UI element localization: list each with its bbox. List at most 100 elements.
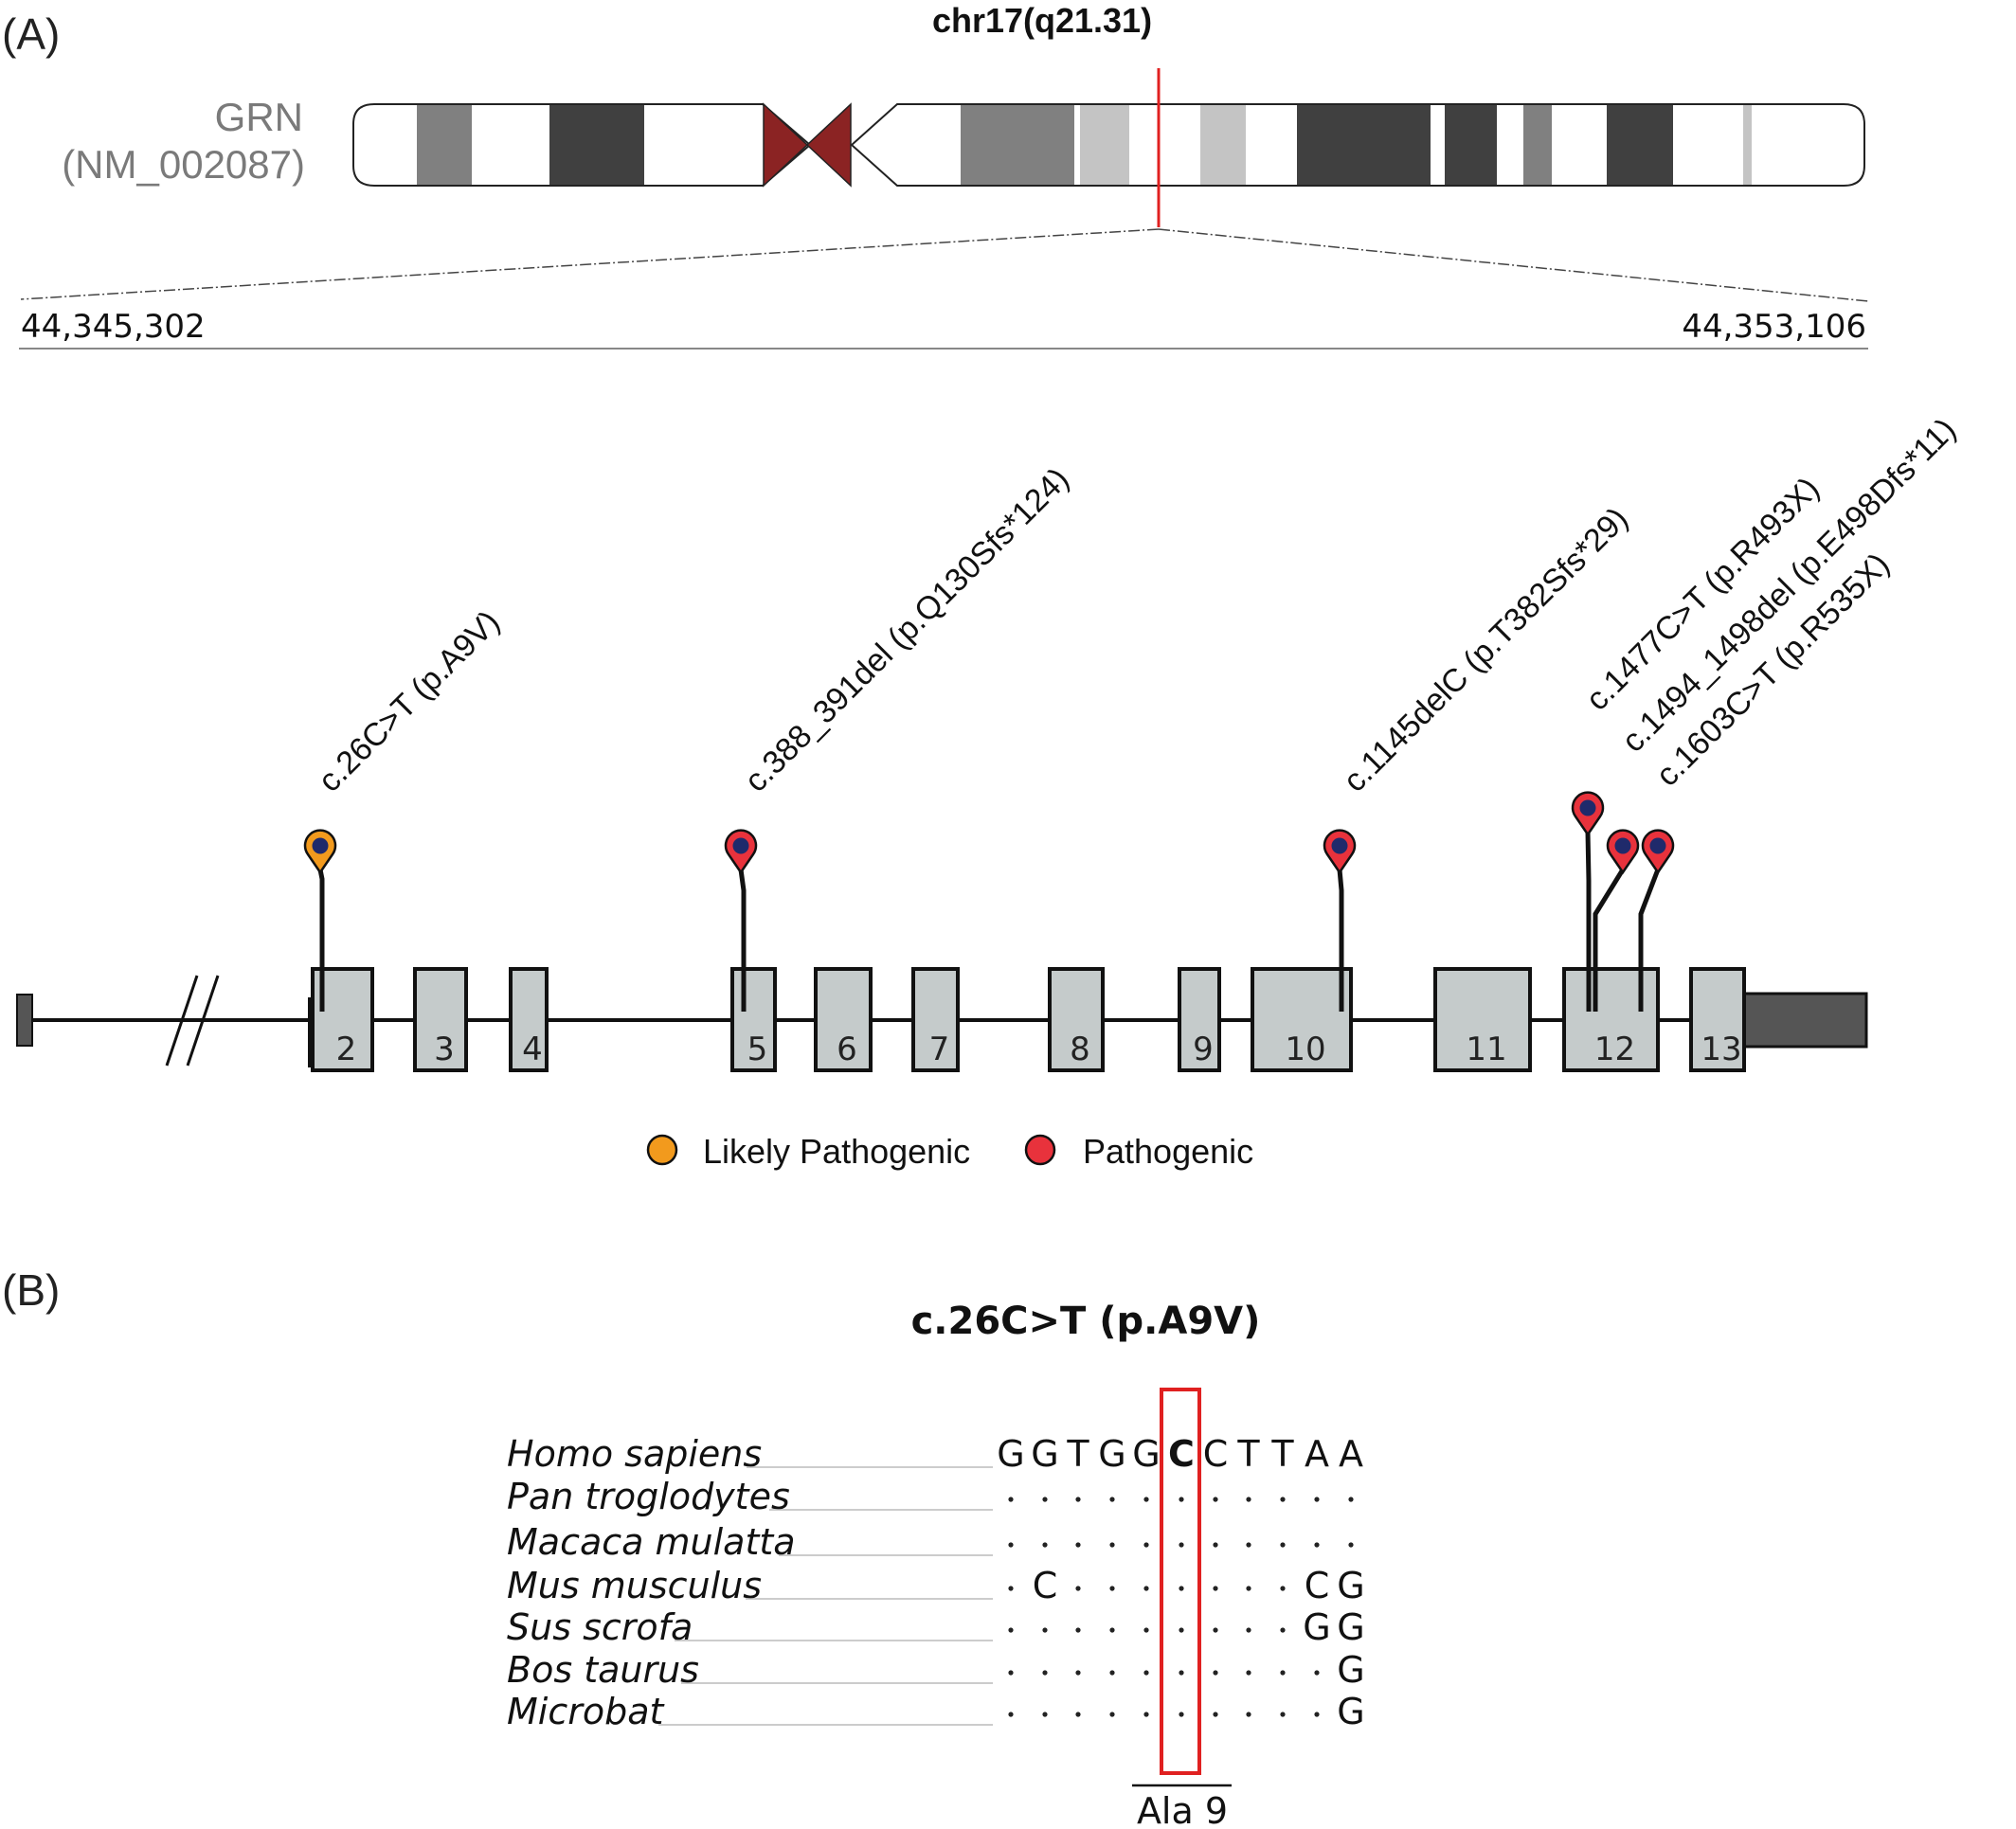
legend: Likely Pathogenic Pathogenic <box>646 1132 1253 1171</box>
identity-dot <box>1143 1670 1149 1676</box>
variant-stem <box>1593 868 1626 1012</box>
band <box>417 104 472 186</box>
nucleotide: G <box>1337 1606 1364 1648</box>
identity-dot <box>1143 1586 1149 1591</box>
identity-dot <box>1008 1712 1014 1717</box>
nucleotide: T <box>1066 1433 1089 1475</box>
variant-stem <box>317 869 325 1012</box>
legend-likely-pathogenic-label: Likely Pathogenic <box>703 1132 970 1171</box>
nucleotide: G <box>1031 1433 1058 1475</box>
identity-dot <box>1213 1497 1218 1502</box>
identity-dot <box>1042 1627 1048 1633</box>
exon-10-number: 10 <box>1285 1031 1325 1068</box>
variant-pin-core <box>1649 837 1666 854</box>
nucleotide: A <box>1305 1433 1329 1475</box>
identity-dot <box>1042 1542 1048 1548</box>
exon-9 <box>1178 967 1221 1072</box>
nucleotide: C <box>1305 1565 1330 1606</box>
band <box>1445 104 1497 186</box>
identity-dot <box>1280 1497 1286 1502</box>
identity-dot <box>1246 1497 1251 1502</box>
exon-11-number: 11 <box>1466 1031 1506 1068</box>
exon-10 <box>1251 967 1353 1072</box>
variant-label: c.1145delC (p.T382Sfs*29) <box>1337 501 1635 799</box>
identity-dot <box>1213 1670 1218 1676</box>
identity-dot <box>1179 1497 1184 1502</box>
band <box>1297 104 1431 186</box>
coordinate-end: 44,353,106 <box>1682 308 1866 346</box>
nucleotide: G <box>1337 1691 1364 1732</box>
nucleotide: C <box>1168 1433 1195 1475</box>
nucleotide: C <box>1033 1565 1058 1606</box>
band <box>1743 104 1752 186</box>
band <box>549 104 644 186</box>
variant-stem <box>1585 831 1592 1012</box>
exon-4 <box>509 967 549 1072</box>
band <box>1523 104 1552 186</box>
identity-dot <box>1213 1586 1218 1591</box>
exon-3 <box>413 967 468 1072</box>
identity-dot <box>1075 1670 1081 1676</box>
identity-dot <box>1179 1712 1184 1717</box>
identity-dot <box>1246 1586 1251 1591</box>
variant-pin-core <box>1614 837 1631 854</box>
variant-label: c.1494_1498del (p.E498Dfs*11) <box>1615 411 1963 759</box>
identity-dot <box>1008 1542 1014 1548</box>
exon-13 <box>1689 967 1746 1072</box>
identity-dot <box>1348 1497 1354 1502</box>
identity-dot <box>1075 1542 1081 1548</box>
exon-4-number: 4 <box>522 1031 543 1068</box>
identity-dot <box>1314 1712 1320 1717</box>
nucleotide: G <box>1132 1433 1160 1475</box>
identity-dot <box>1314 1497 1320 1502</box>
species-name: Mus musculus <box>507 1565 762 1606</box>
nucleotide: T <box>1236 1433 1260 1475</box>
nucleotide: A <box>1339 1433 1363 1475</box>
exon-8-number: 8 <box>1070 1031 1090 1068</box>
identity-dot <box>1314 1670 1320 1676</box>
variant-pin-core <box>1331 837 1348 854</box>
nucleotide: C <box>1203 1433 1229 1475</box>
identity-dot <box>1109 1627 1115 1633</box>
coordinate-start: 44,345,302 <box>21 308 206 346</box>
exon-3-number: 3 <box>434 1031 455 1068</box>
identity-dot <box>1008 1627 1014 1633</box>
alignment-row: Microbat G <box>507 1691 1365 1732</box>
nucleotide: T <box>1270 1433 1294 1475</box>
utr-5-prime <box>16 994 33 1047</box>
identity-dot <box>1143 1712 1149 1717</box>
identity-dot <box>1075 1627 1081 1633</box>
identity-dot <box>1213 1542 1218 1548</box>
nucleotide: G <box>997 1433 1024 1475</box>
species-name: Sus scrofa <box>507 1606 693 1648</box>
band <box>961 104 1074 186</box>
variant-stem <box>738 869 747 1012</box>
identity-dot <box>1280 1670 1286 1676</box>
alignment-row: Macaca mulatta <box>507 1521 1354 1563</box>
exon-8 <box>1048 967 1105 1072</box>
exon-7-number: 7 <box>929 1031 950 1068</box>
identity-dot <box>1348 1542 1354 1548</box>
alignment-row: Pan troglodytes <box>507 1476 1354 1517</box>
variant-pin-core <box>1579 799 1596 816</box>
species-name: Microbat <box>507 1691 666 1732</box>
identity-dot <box>1042 1497 1048 1502</box>
identity-dot <box>1280 1712 1286 1717</box>
legend-pathogenic-marker <box>1024 1134 1056 1166</box>
chromosome-ideogram <box>352 68 1865 227</box>
identity-dot <box>1246 1542 1251 1548</box>
exon-6-number: 6 <box>837 1031 857 1068</box>
exon-9-number: 9 <box>1193 1031 1214 1068</box>
identity-dot <box>1075 1712 1081 1717</box>
exon-7 <box>911 967 960 1072</box>
legend-likely-pathogenic-marker <box>646 1134 678 1166</box>
exon-12-number: 12 <box>1594 1031 1635 1068</box>
identity-dot <box>1179 1586 1184 1591</box>
panel-a-label: (A) <box>2 9 60 59</box>
identity-dot <box>1109 1712 1115 1717</box>
exon-5-number: 5 <box>747 1031 768 1068</box>
identity-dot <box>1143 1627 1149 1633</box>
